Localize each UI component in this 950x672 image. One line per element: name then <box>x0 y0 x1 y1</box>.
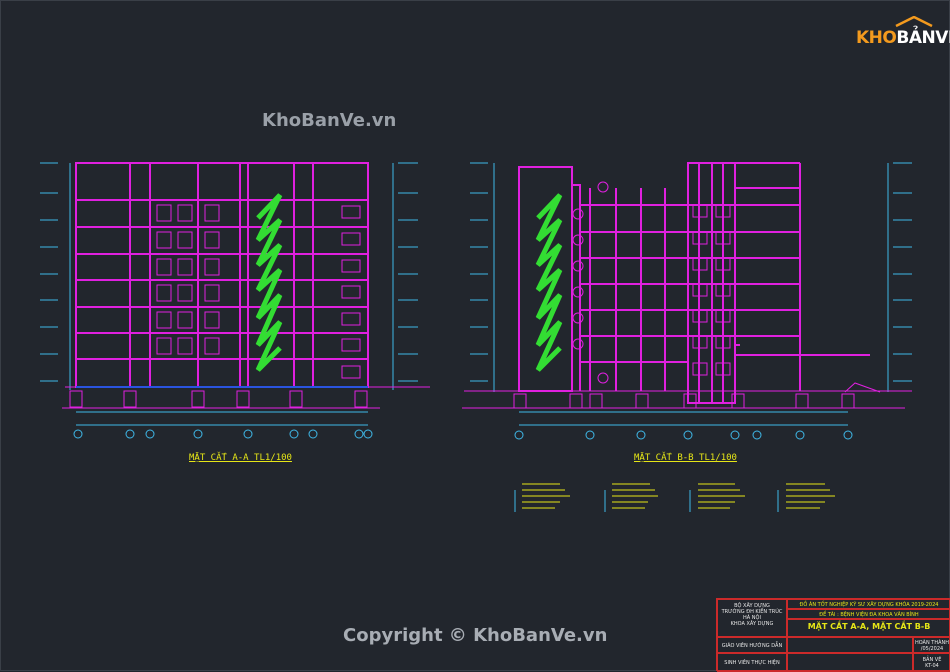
student-name <box>787 653 913 672</box>
section-b-b-title: MẶT CẮT B-B TL1/100 <box>634 453 737 463</box>
axis-grid-a-a <box>73 411 373 439</box>
project-line1: ĐỒ ÁN TỐT NGHIỆP KỸ SƯ XÂY DỰNG KHÓA 201… <box>787 599 950 609</box>
advisor-label: GIÁO VIÊN HƯỚNG DẪN <box>717 637 787 653</box>
section-a-a-title: MẶT CẮT A-A TL1/100 <box>189 453 292 463</box>
detail-notes <box>522 483 835 509</box>
completed-cell: HOÀN THÀNH /05/2024 <box>913 637 950 653</box>
foundations-b-b <box>462 393 905 409</box>
logo-part1: KHO <box>856 28 897 48</box>
sheet-label: BẢN VẼ <box>922 657 942 663</box>
completion-date: /05/2024 <box>920 646 944 652</box>
sheet-cell: BẢN VẼ KT-04 <box>913 653 950 672</box>
org-line2: TRƯỜNG ĐH KIẾN TRÚC <box>721 609 783 615</box>
org-cell: BỘ XÂY DỰNG TRƯỜNG ĐH KIẾN TRÚC HÀ NỘI K… <box>717 599 787 637</box>
org-line1: BỘ XÂY DỰNG <box>734 603 770 609</box>
completed-label: HOÀN THÀNH <box>914 640 950 646</box>
project-line2: ĐỀ TÀI : BỆNH VIỆN ĐA KHOA VĂN BÌNH <box>787 609 950 619</box>
student-label: SINH VIÊN THỰC HIỆN <box>717 653 787 672</box>
axis-grid-b-b <box>514 411 853 440</box>
drawing-title: MẶT CẮT A-A, MẶT CẮT B-B <box>787 619 950 637</box>
org-line4: KHOA XÂY DỰNG <box>730 621 774 627</box>
title-block: BỘ XÂY DỰNG TRƯỜNG ĐH KIẾN TRÚC HÀ NỘI K… <box>716 598 950 672</box>
section-b-b <box>462 162 912 512</box>
elevation-markers-right <box>470 162 912 392</box>
elevation-markers-left <box>40 162 418 390</box>
detail-callouts <box>514 490 779 512</box>
windows-b-b <box>572 181 881 393</box>
stair-a-a <box>255 193 283 372</box>
frame-a-a <box>75 162 369 388</box>
advisor-name <box>787 637 913 653</box>
stair-b-b <box>535 193 563 372</box>
watermark-bottom: Copyright © KhoBanVe.vn <box>343 625 608 646</box>
kho-ban-ve-logo: KHOBẢNVẼ <box>852 16 950 52</box>
windows-a-a <box>156 204 361 379</box>
house-roof-icon <box>895 16 933 28</box>
section-a-a <box>40 162 430 439</box>
org-line3: HÀ NỘI <box>743 615 761 621</box>
watermark-top: KhoBanVe.vn <box>262 110 397 131</box>
foundations-a-a <box>62 390 380 409</box>
frame-b-b <box>518 162 870 404</box>
sheet-number: KT-04 <box>925 663 939 669</box>
